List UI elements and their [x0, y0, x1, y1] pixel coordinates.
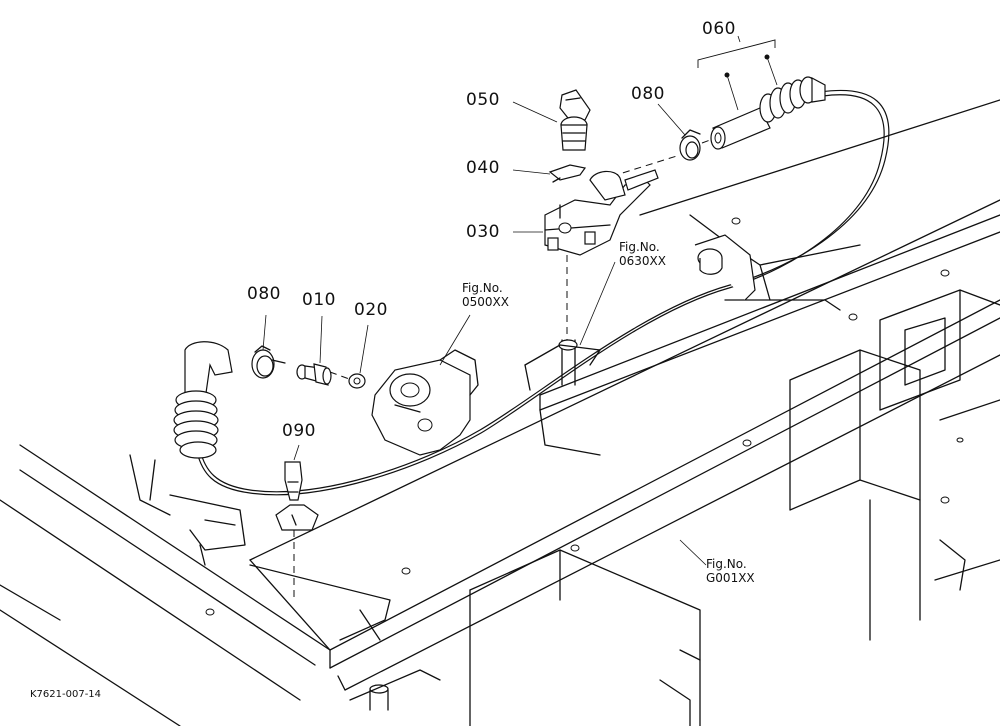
figure-ref-g001: Fig.No. G001XX: [706, 557, 755, 585]
callout-030: 030: [466, 222, 500, 242]
hose-clamp-right: [679, 129, 701, 161]
figure-ref-number: 0500XX: [462, 295, 509, 309]
figure-ref-label: Fig.No.: [462, 281, 503, 295]
callout-010: 010: [302, 290, 336, 310]
right-mount: [694, 234, 756, 301]
figure-ref-number: 0630XX: [619, 254, 666, 268]
corrugated-hose-right: [759, 76, 826, 123]
callout-060: 060: [702, 19, 736, 39]
left-hose-assembly: [173, 341, 366, 459]
callout-080-lower: 080: [247, 284, 281, 304]
leader-lines: [262, 101, 707, 566]
callout-050: 050: [466, 90, 500, 110]
right-hose-assembly: [679, 35, 826, 161]
figure-ref-label: Fig.No.: [706, 557, 747, 571]
assembly-lines: [293, 136, 719, 600]
drawing-code: K7621-007-14: [30, 689, 102, 700]
callout-040: 040: [466, 158, 500, 178]
clip-090: [275, 461, 319, 531]
fitting-010: [296, 363, 332, 386]
figure-ref-0500: Fig.No. 0500XX: [462, 281, 509, 309]
hose-clamp-left: [251, 345, 286, 379]
washer-020: [348, 373, 366, 389]
figure-ref-0630: Fig.No. 0630XX: [619, 240, 666, 268]
chassis-frame: [0, 99, 1000, 726]
hose-route: [196, 89, 890, 496]
figure-ref-number: G001XX: [706, 571, 755, 585]
pump-body: [371, 349, 479, 456]
callout-020: 020: [354, 300, 388, 320]
callout-090: 090: [282, 421, 316, 441]
callout-080-upper: 080: [631, 84, 665, 104]
figure-ref-label: Fig.No.: [619, 240, 660, 254]
corrugated-hose: [173, 390, 219, 459]
valve-assembly: [524, 89, 659, 391]
